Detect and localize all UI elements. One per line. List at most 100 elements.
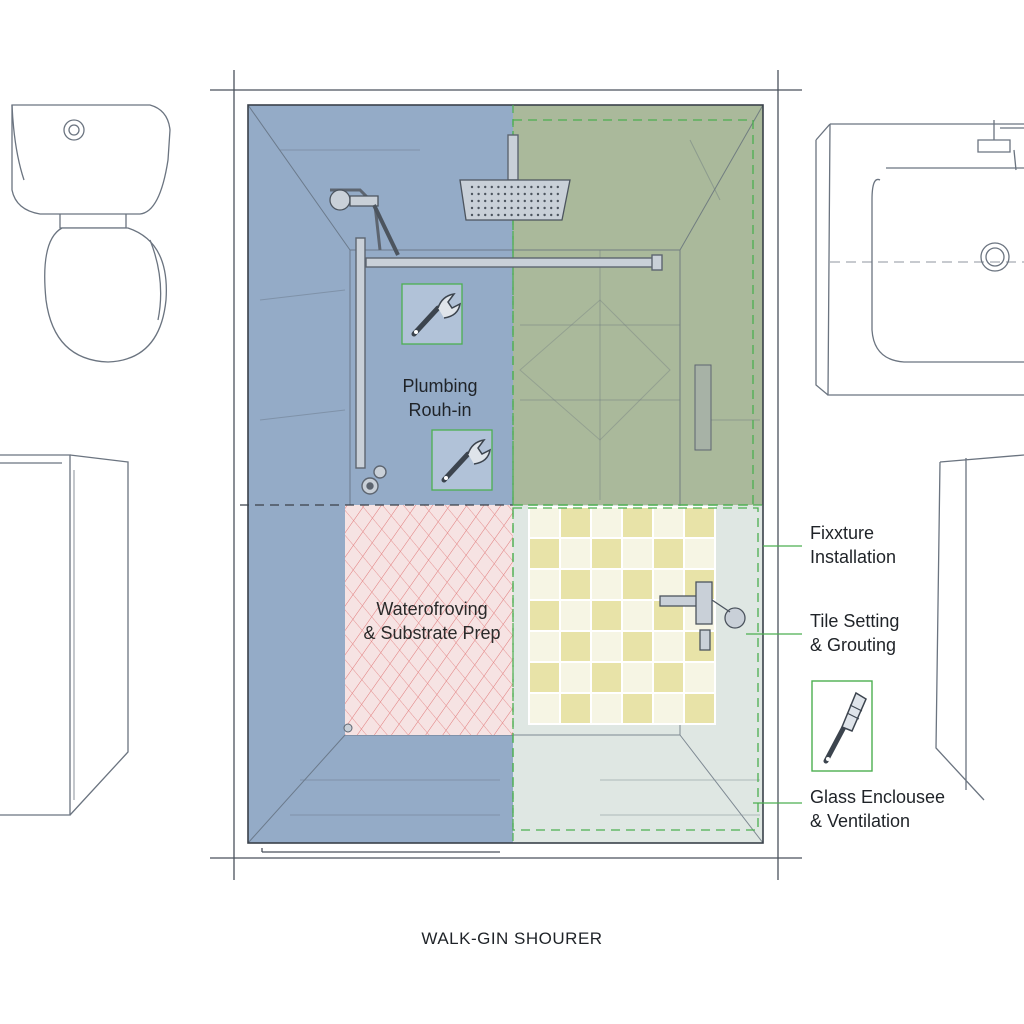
zone-dividers (240, 105, 763, 843)
showerhead-nozzle (490, 206, 493, 210)
showerhead-nozzle (484, 206, 487, 210)
showerhead-nozzle (556, 213, 559, 217)
showerhead-nozzle (484, 199, 487, 203)
zone-label-plumbing: Plumbing Rouh-in (360, 374, 520, 422)
showerhead-nozzle (556, 192, 559, 196)
showerhead-nozzle (550, 199, 553, 203)
tile-cell (559, 537, 592, 570)
showerhead-nozzle (536, 185, 540, 189)
tile-cell (621, 630, 654, 663)
showerhead-nozzle (470, 192, 474, 196)
showerhead-nozzle (470, 206, 474, 210)
tile-cell (528, 599, 561, 632)
showerhead-nozzle (503, 199, 507, 203)
callout-line: Tile Setting (810, 611, 900, 631)
showerhead-nozzle (490, 185, 493, 189)
tile-cell (652, 630, 685, 663)
tile-cell (652, 568, 685, 601)
showerhead-nozzle (536, 206, 540, 210)
showerhead-nozzle (543, 213, 546, 217)
zone-label-waterproofing: Waterofroving & Substrate Prep (352, 597, 512, 645)
zone-label-line: Plumbing (402, 376, 478, 396)
rain-showerhead-icon (459, 179, 571, 221)
showerhead-nozzle (517, 192, 520, 196)
tile-cell (683, 661, 716, 694)
tile-cell (621, 692, 654, 725)
tile-cell (590, 630, 623, 663)
wrench-icon (431, 429, 493, 491)
callout-line: & Ventilation (810, 811, 911, 831)
showerhead-nozzle (490, 199, 493, 203)
showerhead-nozzle (530, 213, 533, 217)
vanity-cabinet-sketch (0, 454, 129, 816)
showerhead-nozzle (497, 213, 500, 217)
bathtub-sketch (815, 120, 1024, 396)
tile-cell (590, 692, 623, 725)
showerhead-nozzle (530, 206, 533, 210)
showerhead-nozzle (550, 185, 553, 189)
tile-cell (528, 661, 561, 694)
floor-drain (343, 723, 353, 733)
showerhead-nozzle (484, 213, 487, 217)
showerhead-nozzle (517, 199, 520, 203)
tile-cell (528, 506, 561, 539)
showerhead-nozzle (503, 185, 507, 189)
tile-cell (683, 692, 716, 725)
showerhead-nozzle (510, 206, 513, 210)
tile-cell (621, 506, 654, 539)
niche-shelf (694, 364, 712, 451)
showerhead-nozzle (477, 192, 480, 196)
showerhead-nozzle (510, 199, 513, 203)
tile-cell (683, 506, 716, 539)
showerhead-nozzle (550, 213, 553, 217)
tile-cell (621, 568, 654, 601)
trowel-icon (811, 680, 873, 772)
tile-cell (590, 568, 623, 601)
showerhead-nozzle (530, 192, 533, 196)
toilet-sketch (11, 104, 171, 363)
showerhead-nozzle (556, 199, 559, 203)
tile-cell (559, 506, 592, 539)
tile-cell (559, 630, 592, 663)
tile-cell (528, 692, 561, 725)
zone-label-line: & Substrate Prep (363, 623, 501, 643)
showerhead-nozzle (490, 192, 493, 196)
tile-cell (590, 506, 623, 539)
showerhead-nozzle (536, 199, 540, 203)
showerhead-nozzle (477, 199, 480, 203)
showerhead-nozzle (503, 192, 507, 196)
callout-leaders (746, 545, 802, 804)
showerhead-nozzle (510, 192, 513, 196)
tile-cell (621, 661, 654, 694)
callout-fixture-installation: Fixxture Installation (810, 521, 896, 569)
callout-line: Fixxture (810, 523, 875, 543)
showerhead-nozzle (510, 213, 513, 217)
showerhead-nozzle (543, 206, 546, 210)
showerhead-nozzle (536, 213, 540, 217)
showerhead-nozzle (543, 185, 546, 189)
tile-cell (559, 661, 592, 694)
tile-cell (652, 661, 685, 694)
tile-cell (652, 537, 685, 570)
tile-cell (590, 537, 623, 570)
tile-cell (621, 537, 654, 570)
showerhead-nozzle (556, 185, 559, 189)
callout-glass-enclosure: Glass Enclousee & Ventilation (810, 785, 945, 833)
tile-checkerboard (528, 506, 716, 725)
tile-cell (652, 506, 685, 539)
tile-cell (683, 537, 716, 570)
showerhead-nozzle (550, 206, 553, 210)
waterproofing-zone (345, 505, 513, 735)
showerhead-nozzle (543, 192, 546, 196)
tile-cell (528, 568, 561, 601)
showerhead-nozzle (556, 206, 559, 210)
showerhead-nozzle (484, 192, 487, 196)
callout-line: Glass Enclousee (810, 787, 946, 807)
zone-label-line: Rouh-in (408, 400, 472, 420)
drawing-caption: WALK-GIN SHOURER (421, 929, 603, 948)
wrench-icon (401, 283, 463, 345)
callout-tile-setting: Tile Setting & Grouting (810, 609, 899, 657)
showerhead-nozzle (470, 185, 474, 189)
tile-cell (528, 537, 561, 570)
